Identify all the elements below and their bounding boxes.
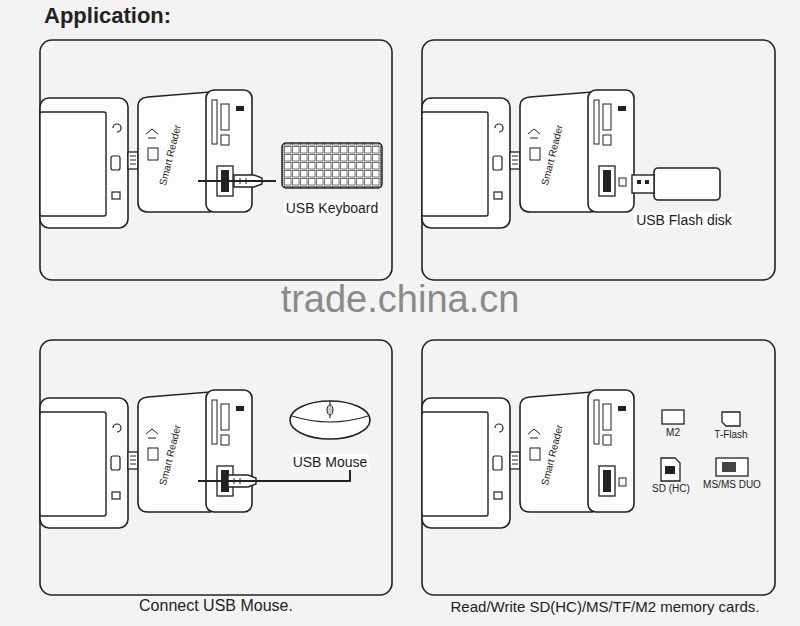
caption: Connect USB Mouse. (139, 597, 293, 615)
card-label: MS/MS DUO (703, 479, 761, 490)
reader-label: Smart Reader (539, 123, 565, 186)
usb-device: USB Flash disk (622, 160, 746, 228)
card-reader: Smart Reader (524, 405, 580, 505)
device-label: USB Keyboard (284, 200, 381, 216)
watermark: trade.china.cn (281, 278, 520, 321)
usb-cable (198, 470, 350, 481)
usb-device: USB Keyboard (276, 138, 388, 216)
title: Application: (44, 3, 171, 29)
card-reader: Smart Reader (142, 105, 198, 205)
card-reader: Smart Reader (142, 405, 198, 505)
device-label: USB Mouse (291, 454, 370, 470)
card-label: SD (HC) (652, 483, 690, 494)
reader-label: Smart Reader (157, 423, 183, 486)
usb-device: USB Mouse (272, 398, 388, 470)
card-label: T-Flash (714, 429, 747, 440)
reader-label: Smart Reader (157, 123, 183, 186)
card-reader: Smart Reader (524, 105, 580, 205)
device-label: USB Flash disk (634, 212, 734, 228)
card-label: M2 (666, 427, 680, 438)
caption: Read/Write SD(HC)/MS/TF/M2 memory cards. (451, 598, 760, 615)
reader-label: Smart Reader (539, 423, 565, 486)
usb-cable (198, 181, 276, 182)
